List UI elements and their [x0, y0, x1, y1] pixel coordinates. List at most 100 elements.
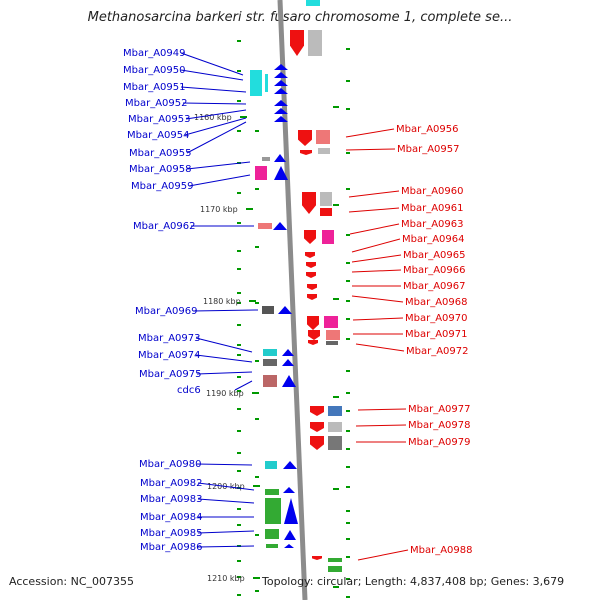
- gene-arrow-down[interactable]: [308, 330, 320, 340]
- gene-label-mbar_a0956[interactable]: Mbar_A0956: [396, 124, 459, 135]
- gene-label-mbar_a0963[interactable]: Mbar_A0963: [401, 219, 464, 230]
- gene-box[interactable]: [316, 130, 330, 144]
- gene-label-mbar_a0969[interactable]: Mbar_A0969: [135, 306, 198, 317]
- gene-label-mbar_a0964[interactable]: Mbar_A0964: [402, 234, 465, 245]
- gene-label-mbar_a0975[interactable]: Mbar_A0975: [139, 369, 202, 380]
- gene-box[interactable]: [265, 529, 279, 539]
- gene-arrow-up[interactable]: [274, 154, 286, 162]
- gene-arrow-up[interactable]: [274, 64, 288, 70]
- gene-arrow-up[interactable]: [274, 100, 288, 106]
- gene-arrow-down[interactable]: [304, 230, 316, 244]
- gene-label-mbar_a0971[interactable]: Mbar_A0971: [405, 329, 468, 340]
- gene-arrow-up[interactable]: [283, 487, 295, 493]
- gene-arrow-up[interactable]: [284, 498, 298, 524]
- gene-box[interactable]: [306, 0, 320, 6]
- gene-arrow-down[interactable]: [298, 130, 312, 146]
- gene-box[interactable]: [266, 544, 278, 548]
- gene-arrow-down[interactable]: [310, 436, 324, 450]
- gene-box[interactable]: [262, 306, 274, 314]
- gene-box[interactable]: [326, 330, 340, 340]
- gene-label-mbar_a0965[interactable]: Mbar_A0965: [403, 250, 466, 261]
- gene-arrow-up[interactable]: [274, 108, 288, 114]
- gene-label-mbar_a0978[interactable]: Mbar_A0978: [408, 420, 471, 431]
- gene-label-mbar_a0983[interactable]: Mbar_A0983: [140, 494, 203, 505]
- gene-box[interactable]: [322, 230, 334, 244]
- gene-label-mbar_a0954[interactable]: Mbar_A0954: [127, 130, 190, 141]
- gene-box[interactable]: [265, 498, 281, 524]
- gene-arrow-down[interactable]: [307, 316, 319, 330]
- gene-label-mbar_a0960[interactable]: Mbar_A0960: [401, 186, 464, 197]
- gene-arrow-up[interactable]: [274, 116, 288, 122]
- gene-box[interactable]: [250, 70, 262, 96]
- gene-arrow-down[interactable]: [290, 30, 304, 56]
- gene-box[interactable]: [328, 566, 342, 572]
- gene-box[interactable]: [265, 489, 279, 495]
- gene-label-mbar_a0953[interactable]: Mbar_A0953: [128, 114, 191, 125]
- gene-arrow-down[interactable]: [302, 192, 316, 214]
- gene-box[interactable]: [328, 406, 342, 416]
- gene-label-mbar_a0979[interactable]: Mbar_A0979: [408, 437, 471, 448]
- gene-arrow-up[interactable]: [283, 461, 297, 469]
- gene-arrow-down[interactable]: [307, 284, 317, 290]
- gene-label-cdc6[interactable]: cdc6: [177, 385, 201, 396]
- gene-label-mbar_a0982[interactable]: Mbar_A0982: [140, 478, 203, 489]
- gene-arrow-down[interactable]: [307, 294, 317, 300]
- gene-label-mbar_a0957[interactable]: Mbar_A0957: [397, 144, 460, 155]
- gene-arrow-down[interactable]: [306, 272, 316, 278]
- gene-arrow-down[interactable]: [300, 150, 312, 155]
- gene-label-mbar_a0970[interactable]: Mbar_A0970: [405, 313, 468, 324]
- gene-label-mbar_a0985[interactable]: Mbar_A0985: [140, 528, 203, 539]
- gene-label-mbar_a0951[interactable]: Mbar_A0951: [123, 82, 186, 93]
- gene-arrow-up[interactable]: [284, 530, 296, 540]
- gene-box[interactable]: [308, 30, 322, 56]
- gene-label-mbar_a0950[interactable]: Mbar_A0950: [123, 65, 186, 76]
- gene-label-mbar_a0949[interactable]: Mbar_A0949: [123, 48, 186, 59]
- gene-box[interactable]: [326, 341, 338, 345]
- gene-label-mbar_a0959[interactable]: Mbar_A0959: [131, 181, 194, 192]
- gene-arrow-up[interactable]: [274, 80, 288, 86]
- gene-label-mbar_a0961[interactable]: Mbar_A0961: [401, 203, 464, 214]
- gene-arrow-down[interactable]: [308, 340, 318, 345]
- gene-arrow-down[interactable]: [310, 422, 324, 432]
- gene-box[interactable]: [320, 192, 332, 206]
- gene-label-mbar_a0986[interactable]: Mbar_A0986: [140, 542, 203, 553]
- gene-label-mbar_a0955[interactable]: Mbar_A0955: [129, 148, 192, 159]
- gene-box[interactable]: [318, 148, 330, 154]
- gene-label-mbar_a0973[interactable]: Mbar_A0973: [138, 333, 201, 344]
- gene-box[interactable]: [328, 436, 342, 450]
- gene-arrow-up[interactable]: [274, 166, 288, 180]
- gene-label-mbar_a0974[interactable]: Mbar_A0974: [138, 350, 201, 361]
- gene-label-mbar_a0977[interactable]: Mbar_A0977: [408, 404, 471, 415]
- gene-box[interactable]: [262, 157, 270, 161]
- gene-label-mbar_a0972[interactable]: Mbar_A0972: [406, 346, 469, 357]
- gene-label-mbar_a0958[interactable]: Mbar_A0958: [129, 164, 192, 175]
- gene-arrow-down[interactable]: [310, 406, 324, 416]
- gene-box[interactable]: [258, 223, 272, 229]
- gene-label-mbar_a0952[interactable]: Mbar_A0952: [125, 98, 188, 109]
- gene-label-mbar_a0968[interactable]: Mbar_A0968: [405, 297, 468, 308]
- gene-label-mbar_a0984[interactable]: Mbar_A0984: [140, 512, 203, 523]
- gene-label-mbar_a0988[interactable]: Mbar_A0988: [410, 545, 473, 556]
- gene-arrow-up[interactable]: [284, 544, 294, 548]
- gene-box[interactable]: [324, 316, 338, 328]
- gene-arrow-down[interactable]: [306, 262, 316, 268]
- gene-box[interactable]: [265, 74, 268, 92]
- gene-label-mbar_a0962[interactable]: Mbar_A0962: [133, 221, 196, 232]
- gene-arrow-up[interactable]: [274, 88, 288, 94]
- gene-arrow-up[interactable]: [274, 72, 288, 78]
- gene-label-mbar_a0966[interactable]: Mbar_A0966: [403, 265, 466, 276]
- gene-box[interactable]: [255, 166, 267, 180]
- gene-box[interactable]: [263, 359, 277, 366]
- gene-box[interactable]: [263, 349, 277, 356]
- gene-box[interactable]: [328, 422, 342, 432]
- gene-arrow-up[interactable]: [282, 359, 294, 366]
- gene-arrow-down[interactable]: [312, 556, 322, 560]
- gene-arrow-up[interactable]: [278, 306, 292, 314]
- gene-label-mbar_a0967[interactable]: Mbar_A0967: [403, 281, 466, 292]
- gene-box[interactable]: [265, 461, 277, 469]
- gene-box[interactable]: [320, 208, 332, 216]
- gene-arrow-up[interactable]: [282, 375, 296, 387]
- gene-box[interactable]: [328, 558, 342, 562]
- gene-box[interactable]: [263, 375, 277, 387]
- gene-arrow-up[interactable]: [273, 222, 287, 230]
